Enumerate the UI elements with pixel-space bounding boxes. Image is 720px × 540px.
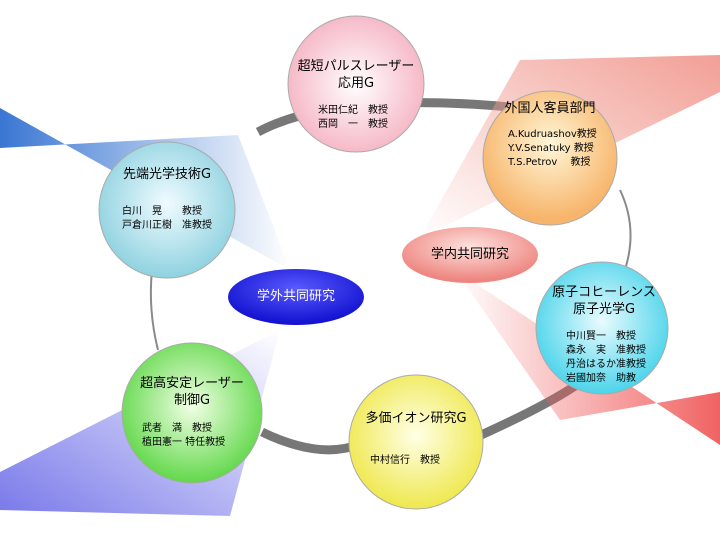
node-coherence-member-2: 森永 実 准教授: [566, 345, 646, 356]
node-foreign-member-1: A.Kudruashov教授: [508, 129, 597, 140]
node-ultrafast-circle: [287, 15, 425, 153]
ring-bottom-thick: [260, 427, 362, 455]
node-multicharged-title-1: 多価イオン研究G: [365, 411, 467, 426]
node-coherence-title-1: 原子コヒーレンス: [552, 285, 656, 300]
node-ultrafast-member-2: 西岡 一 教授: [318, 119, 388, 130]
node-stabilized-title-1: 超高安定レーザー: [140, 376, 244, 391]
hub-external-label: 学外共同研究: [256, 289, 335, 304]
node-stabilized-member-1: 武者 満 教授: [142, 423, 212, 434]
node-advanced-member-1: 白川 晃 教授: [122, 206, 202, 217]
node-foreign-circle: [482, 90, 618, 226]
node-ultrafast-member-1: 米田仁紀 教授: [318, 105, 388, 116]
hub-internal-label: 学内共同研究: [430, 247, 509, 262]
hub-internal-ellipse: [402, 227, 538, 283]
node-advanced-title-1: 先端光学技術G: [122, 167, 212, 182]
node-coherence-member-1: 中川賢一 教授: [566, 331, 636, 342]
node-advanced-circle: [98, 141, 236, 279]
node-stabilized-member-2: 植田憲一 特任教授: [142, 437, 226, 448]
node-multicharged-circle: [348, 374, 484, 510]
hub-external-ellipse: [228, 269, 364, 325]
ring-left-thin: [149, 269, 159, 351]
node-stabilized-circle: [121, 342, 263, 484]
node-coherence-title-2: 原子光学G: [572, 302, 636, 317]
node-ultrafast-title-1: 超短パルスレーザー: [297, 59, 415, 74]
node-coherence-member-3: 丹治はるか准教授: [566, 359, 646, 370]
node-multicharged-member-1: 中村信行 教授: [370, 455, 440, 466]
node-coherence-circle: [535, 261, 669, 395]
node-advanced-member-2: 戸倉川正樹 准教授: [122, 220, 212, 231]
node-stabilized-title-2: 制御G: [173, 393, 211, 408]
node-coherence-member-4: 岩國加奈 助教: [566, 373, 636, 384]
node-foreign-title-1: 外国人客員部門: [504, 101, 596, 116]
node-ultrafast-title-2: 応用G: [337, 76, 375, 91]
node-foreign-member-3: T.S.Petrov 教授: [508, 157, 591, 168]
node-foreign-member-2: Y.V.Senatuky 教授: [508, 143, 594, 154]
